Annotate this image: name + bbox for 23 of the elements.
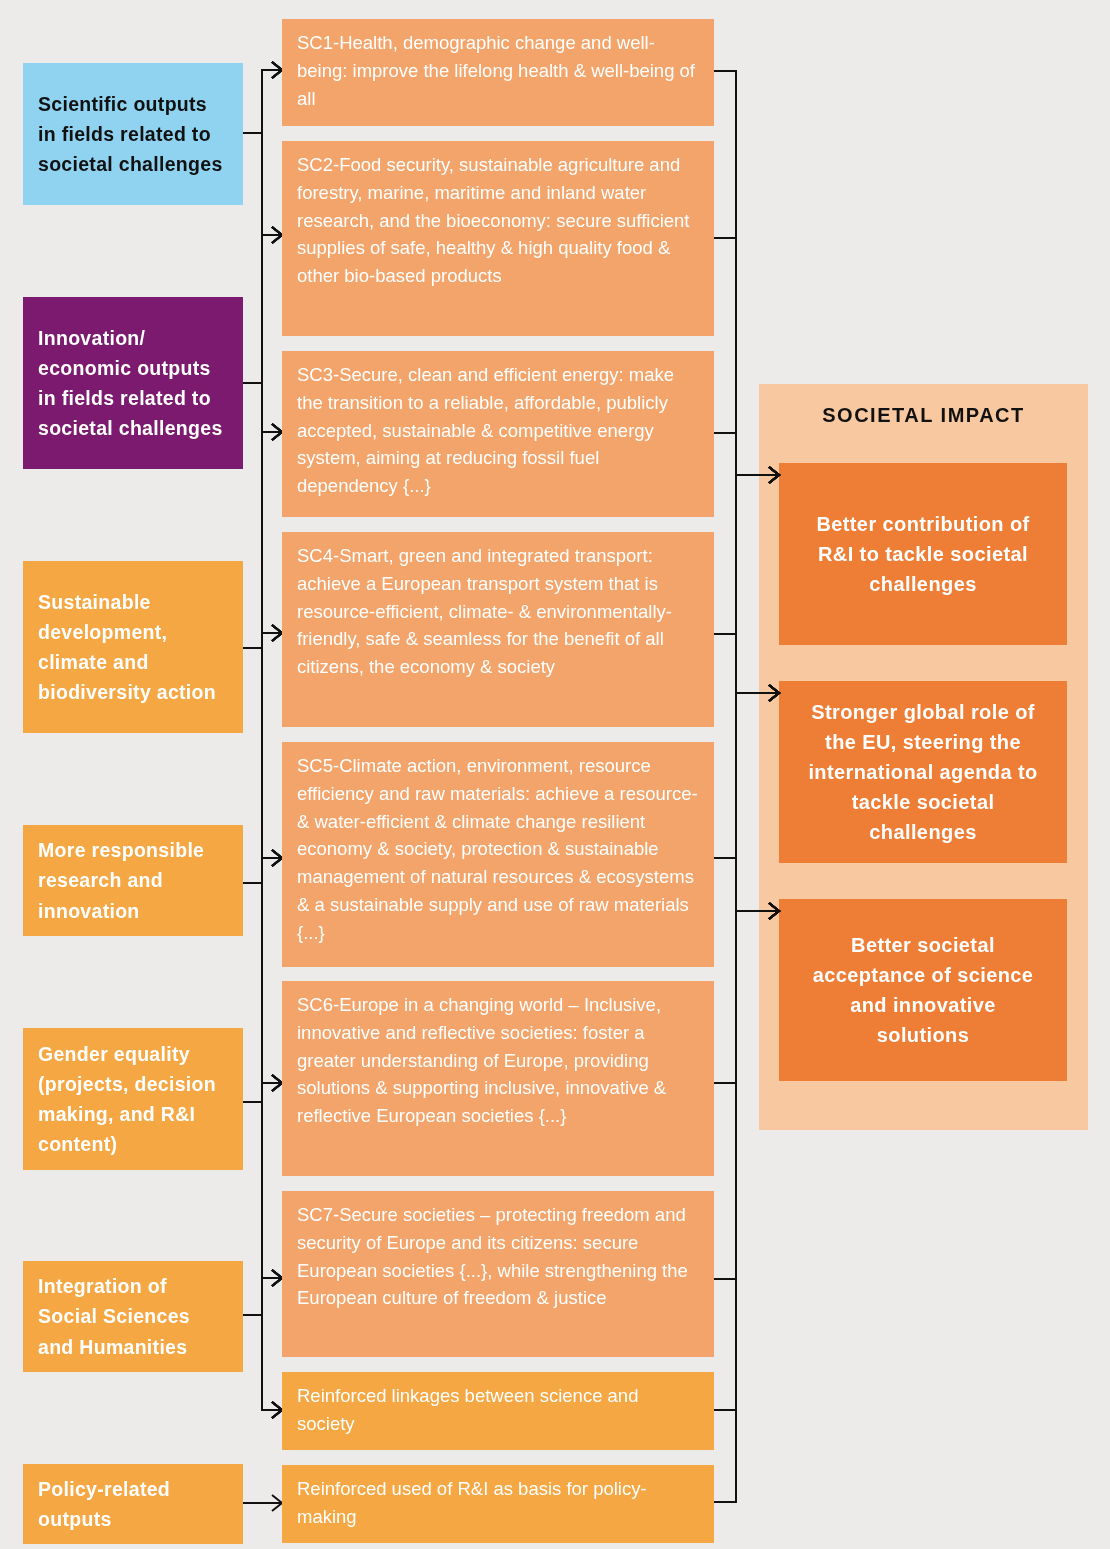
output-box: Scientific outputs in fields related to societal challenges [23,63,243,205]
output-box: Innovation/ economic outputs in fields related to societal challenges [23,297,243,469]
challenge-box: SC7-Secure societies – protecting freedom and security of Europe and its citizens: secure European societies {...}, while strengthening the European culture of freedom & justice [282,1191,714,1357]
impact-box: Better contribution of R&I to tackle societal challenges [779,463,1067,645]
challenge-box: SC6-Europe in a changing world – Inclusive, innovative and reflective societies: foster a greater understanding of Europe, providing solutions & supporting inclusive, innovative & reflective European societies {...} [282,981,714,1176]
output-box: Integration of Social Sciences and Humanities [23,1261,243,1372]
output-box: Policy-related outputs [23,1464,243,1544]
challenge-box: SC2-Food security, sustainable agriculture and forestry, marine, maritime and inland water research, and the bioeconomy: secure sufficient supplies of safe, healthy & high quality food & other bio-based products [282,141,714,336]
impact-panel [759,384,1088,1130]
challenge-box: SC4-Smart, green and integrated transport: achieve a European transport system that is resource-efficient, climate- & environmentally-friendly, safe & seamless for the benefit of all citizens, the economy & society [282,532,714,727]
impact-box: Stronger global role of the EU, steering the international agenda to tackle societal challenges [779,681,1067,863]
output-box: Gender equality (projects, decision making, and R&I content) [23,1028,243,1170]
challenge-box: SC5-Climate action, environment, resource efficiency and raw materials: achieve a resource- & water-efficient & climate change resilient economy & society, protection & sustainable management of natural resources & ecosystems & a sustainable supply and use of raw materials {...} [282,742,714,967]
outcome-box: Reinforced linkages between science and society [282,1372,714,1450]
arrow [242,1314,283,1419]
challenge-box: SC3-Secure, clean and efficient energy: make the transition to a reliable, affordable, publicly accepted, sustainable & competitive energy system, aiming at reducing fossil fuel dependency {...} [282,351,714,517]
output-box: More responsible research and innovation [23,825,243,936]
panel-heading: SOCIETAL IMPACT [821,404,1026,427]
arrow [242,1494,283,1512]
output-box: Sustainable development, climate and biodiversity action [23,561,243,733]
outcome-box: Reinforced used of R&I as basis for policy-making [282,1465,714,1543]
impact-box: Better societal acceptance of science and innovative solutions [779,899,1067,1081]
challenge-box: SC1-Health, demographic change and well-being: improve the lifelong health & well-being of all [282,19,714,126]
